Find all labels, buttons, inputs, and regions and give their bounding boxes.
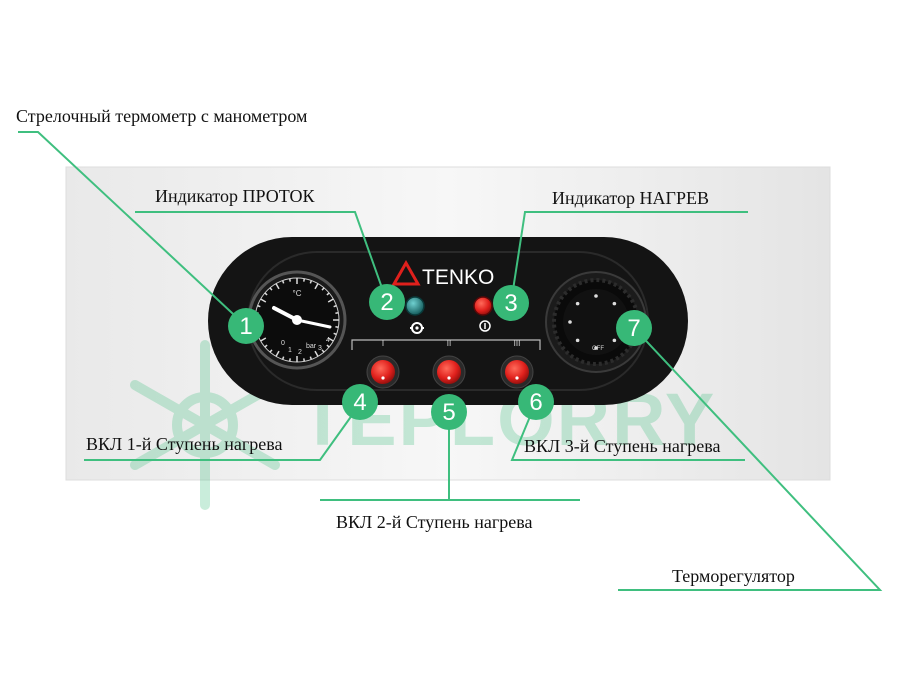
gauge-tick xyxy=(257,304,261,308)
callout-badge-2: 2 xyxy=(369,284,405,320)
switch-bracket xyxy=(351,339,541,350)
callout-badge-4: 4 xyxy=(342,384,378,420)
warning-triangle-icon xyxy=(391,259,421,286)
gauge-tick xyxy=(269,349,273,353)
watermark-snowflake-icon xyxy=(130,340,280,510)
callout-label-7: Терморегулятор xyxy=(672,566,795,586)
callout-badge-6: 6 xyxy=(518,384,554,420)
switch-mark-2: II xyxy=(447,339,451,348)
svg-text:2: 2 xyxy=(380,289,393,316)
svg-text:6: 6 xyxy=(529,389,542,416)
callout-badge-3: 3 xyxy=(493,285,529,321)
gauge-scale-2: 2 xyxy=(298,349,302,356)
heating-stage-3-button[interactable] xyxy=(500,355,534,389)
gauge-tick xyxy=(288,358,291,362)
callout-label-1: Стрелочный термометр с манометром xyxy=(16,106,308,126)
knob-tick xyxy=(568,320,572,324)
gauge-tick xyxy=(335,311,339,314)
svg-text:7: 7 xyxy=(627,315,640,342)
knob-tick xyxy=(612,338,617,343)
gauge-top-unit: °C xyxy=(293,289,302,298)
gauge-scale-4: 4 xyxy=(326,337,330,344)
gauge-tick xyxy=(314,283,319,290)
gauge-tick xyxy=(288,278,291,282)
gauge-tick xyxy=(260,298,267,303)
thermo-manometer-gauge: °C bar 0 1 2 3 4 xyxy=(247,270,347,370)
gauge-tick xyxy=(269,287,273,291)
gauge-tick xyxy=(327,298,334,303)
gauge-tick xyxy=(260,337,267,342)
leader-line-7 xyxy=(618,327,883,591)
gauge-tick xyxy=(281,280,285,284)
callout-label-4: ВКЛ 1-й Ступень нагрева xyxy=(86,434,283,454)
gauge-tick xyxy=(264,344,268,348)
switch-mark-3: III xyxy=(514,339,521,348)
leader-line-3 xyxy=(510,211,748,304)
heating-stage-2-button[interactable] xyxy=(432,355,466,389)
gauge-scale-1: 1 xyxy=(288,347,292,354)
gauge-tick xyxy=(309,280,313,284)
svg-text:3: 3 xyxy=(504,290,517,317)
gauge-tick xyxy=(303,278,306,282)
leader-line-6 xyxy=(510,401,745,461)
callout-badge-7: 7 xyxy=(616,310,652,346)
gauge-tick xyxy=(314,350,319,357)
gauge-tick xyxy=(326,292,330,296)
leader-line-4 xyxy=(84,403,361,461)
callout-label-2: Индикатор ПРОТОК xyxy=(155,186,315,206)
thermostat-off-mark: OFF xyxy=(592,346,604,352)
gauge-tick xyxy=(281,356,285,360)
leader-lines xyxy=(18,131,883,591)
knob-tick xyxy=(575,338,580,343)
leader-line-2 xyxy=(135,211,388,303)
gauge-tick xyxy=(326,344,330,348)
gauge-tick xyxy=(303,358,306,362)
gauge-bottom-unit: bar xyxy=(306,343,317,350)
gauge-tick xyxy=(321,287,325,291)
heating-element-icon xyxy=(479,320,491,332)
gauge-tick xyxy=(321,349,325,353)
gauge-tick xyxy=(333,332,337,336)
gauge-tick xyxy=(275,283,280,290)
switch-mark-1: I xyxy=(382,339,384,348)
pump-icon xyxy=(410,322,424,334)
gauge-tick xyxy=(275,350,280,357)
gauge-scale-0: 0 xyxy=(281,340,285,347)
heating-stage-1-button[interactable] xyxy=(366,355,400,389)
knob-tick xyxy=(594,346,598,350)
leader-line-1 xyxy=(18,131,247,327)
svg-text:1: 1 xyxy=(239,313,252,340)
gauge-tick xyxy=(327,337,334,342)
brand-logo: TENKO xyxy=(391,259,494,289)
knob-tick xyxy=(575,301,580,306)
gauge-scale-3: 3 xyxy=(318,345,322,352)
callout-badge-1: 1 xyxy=(228,308,264,344)
svg-text:5: 5 xyxy=(442,399,455,426)
flow-indicator-lamp xyxy=(405,296,425,334)
svg-text:4: 4 xyxy=(353,389,366,416)
gauge-tick xyxy=(264,292,268,296)
callout-label-3: Индикатор НАГРЕВ xyxy=(552,188,709,208)
heating-indicator-lamp xyxy=(473,296,493,332)
callout-badge-5: 5 xyxy=(431,394,467,430)
callout-label-5: ВКЛ 2-й Ступень нагрева xyxy=(336,512,533,532)
knob-tick xyxy=(612,301,617,306)
knob-tick xyxy=(594,294,598,298)
gauge-tick xyxy=(309,356,313,360)
gauge-tick xyxy=(335,326,339,329)
gauge-tick xyxy=(333,304,337,308)
brand-name: TENKO xyxy=(422,266,494,289)
callout-label-6: ВКЛ 3-й Ступень нагрева xyxy=(524,436,721,456)
gauge-needle-pressure xyxy=(295,318,332,329)
